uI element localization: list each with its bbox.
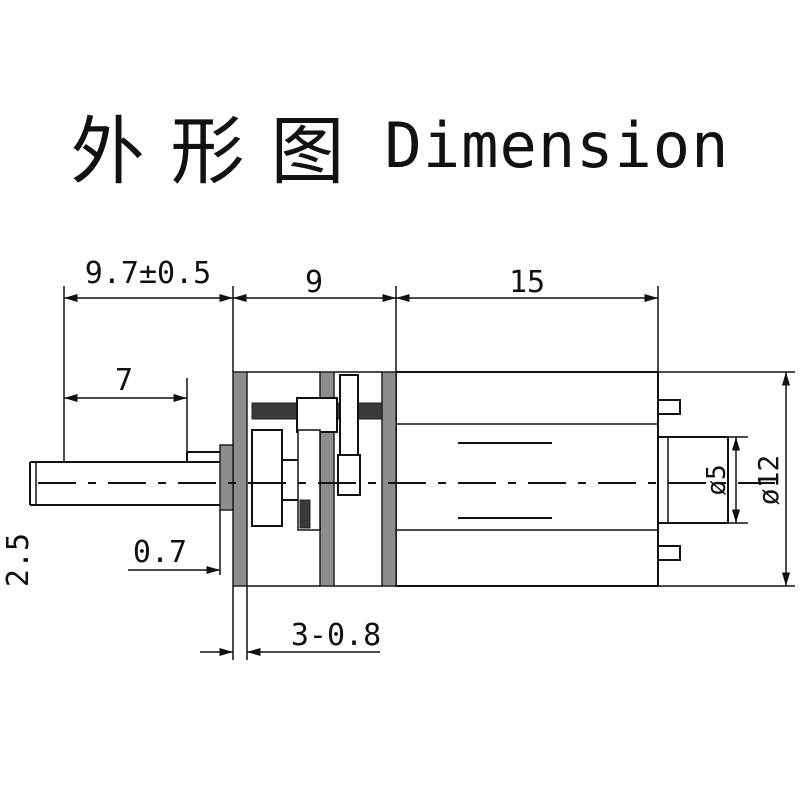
label-gearbox-length: 9 [305,265,323,300]
label-motor-diameter: ø12 [752,455,785,506]
dimension-labels: 9.7±0.5 9 15 7 0.7 3-0.8 2.5 ø5 ø12 [1,256,785,653]
gearbox-plate-rear [381,371,397,587]
label-output-shaft-length: 9.7±0.5 [85,256,211,291]
output-shaft [29,451,220,506]
terminal-top [657,399,681,415]
label-shaft-flat-length: 7 [115,363,133,398]
front-flange [219,444,234,511]
gear-left [251,429,283,527]
label-motor-length: 15 [509,265,545,300]
gear-hub-top [296,397,338,433]
gear-coupler [337,454,361,496]
end-cap [657,436,729,524]
extension-lines [63,286,795,660]
terminal-bottom [657,545,681,561]
motor-can-outline [395,371,659,587]
motor-body [395,371,729,587]
label-flange-thickness: 0.7 [133,535,187,570]
dimension-lines [35,293,791,657]
gearbox-plate-front [232,371,248,587]
label-end-cap-diameter: ø5 [702,464,732,495]
label-shaft-diameter: 2.5 [1,533,36,587]
diagram-title: 外形图 Dimension [0,100,800,195]
gear-pin [299,499,311,529]
title-chinese: 外形图 [70,108,371,195]
title-english: Dimension [384,108,730,182]
gearbox [219,371,397,587]
label-plate-spec: 3-0.8 [291,618,381,653]
